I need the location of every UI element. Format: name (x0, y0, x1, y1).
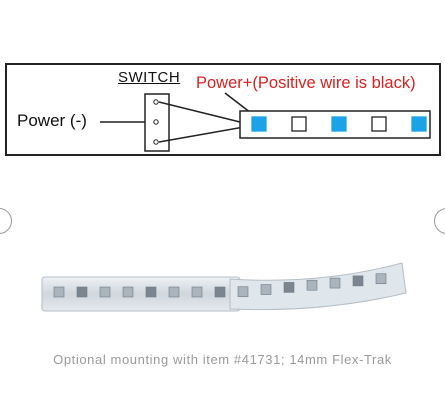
power-positive-label: Power+(Positive wire is black) (196, 74, 416, 92)
carousel-next-button[interactable] (434, 208, 445, 234)
strip-led-chip (99, 286, 111, 298)
strip-led-chip (283, 282, 295, 293)
wiring-lines (100, 92, 431, 152)
strip-led-chip (375, 273, 387, 285)
strip-led-chip (191, 286, 203, 298)
switch-wire-bottom (158, 126, 245, 143)
led-chip (251, 116, 267, 132)
strip-led-chip (329, 277, 341, 289)
strip-led-chip (352, 275, 364, 287)
switch-label: SWITCH (118, 69, 181, 86)
power-negative-label: Power (-) (17, 111, 87, 130)
led-chip (331, 116, 347, 132)
strip-leds (53, 273, 387, 298)
led-chip (411, 116, 427, 132)
strip-led-chip (145, 286, 157, 298)
strip-led-chip (76, 286, 88, 298)
led-chips (251, 116, 427, 132)
strip-led-chip (53, 286, 65, 298)
strip-led-chip (214, 286, 226, 298)
switch-terminal-middle (153, 119, 159, 125)
wiring-diagram: SWITCH Power (-) Power+(Positive wire is… (5, 63, 441, 156)
led-chip (371, 116, 387, 132)
strip-led-chip (260, 284, 272, 295)
strip-led-chip (237, 286, 249, 298)
carousel-prev-button[interactable] (0, 208, 12, 234)
mounting-track (41, 276, 241, 312)
positive-pointer (224, 92, 252, 114)
strip-led-chip (306, 279, 318, 291)
strip-led-chip (168, 286, 180, 298)
switch-terminal-top (153, 99, 159, 105)
image-caption: Optional mounting with item #41731; 14mm… (53, 352, 392, 367)
flex-strip (229, 262, 407, 311)
strip-led-chip (122, 286, 134, 298)
product-photo (41, 262, 407, 312)
led-chip (291, 116, 307, 132)
switch-wire-top (158, 101, 245, 124)
switch-terminal-bottom (153, 139, 159, 145)
